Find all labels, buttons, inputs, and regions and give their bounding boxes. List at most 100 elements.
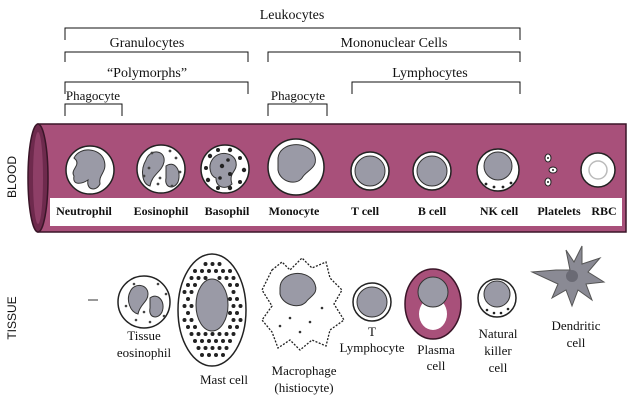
blood-label-neutrophil: Neutrophil: [56, 204, 112, 218]
mast-granule: [224, 346, 229, 350]
mast-granule: [207, 353, 211, 357]
label-phagocyte-right: Phagocyte: [271, 88, 325, 103]
blood-label-monocyte: Monocyte: [269, 204, 320, 218]
mast-granule: [228, 297, 232, 301]
blood-label-nk-cell: NK cell: [480, 204, 519, 218]
bracket-granulocytes: [64, 51, 249, 62]
blood-label-eosinophil: Eosinophil: [134, 204, 189, 218]
cell-platelets: [544, 153, 558, 187]
label-lymphocytes: Lymphocytes: [392, 66, 467, 81]
mast-granule: [221, 339, 225, 343]
bracket-phagocyte-right: [267, 103, 328, 116]
mast-granule: [228, 325, 232, 329]
tissue-label-plasma-2: cell: [427, 358, 446, 373]
mast-granule: [217, 332, 222, 336]
cell-neutrophil: [65, 145, 115, 195]
mast-granule: [228, 311, 232, 315]
blood-label-band: [50, 198, 622, 226]
tissue-label-dendritic-1: Dendritic: [551, 318, 600, 333]
mast-granule: [207, 339, 211, 343]
label-polymorphs: “Polymorphs”: [107, 66, 187, 81]
mast-granule: [182, 290, 187, 294]
mast-granule: [224, 332, 229, 336]
mast-granule: [186, 297, 190, 301]
mast-granule: [186, 283, 190, 287]
tissue-label-plasma-1: Plasma: [417, 342, 455, 357]
mast-granule: [214, 269, 218, 273]
mast-granule: [238, 304, 243, 308]
tissue-label-eos-1: Tissue: [127, 328, 161, 343]
mast-granule: [217, 346, 222, 350]
mast-granule: [231, 276, 236, 280]
mast-granule: [189, 318, 194, 322]
tissue-cell-eosinophil: [117, 275, 171, 329]
mast-granule: [189, 290, 194, 294]
blood-vessel: [27, 123, 627, 233]
mast-granule: [182, 304, 187, 308]
mast-granule: [186, 311, 190, 315]
tissue-cell-macrophage: [261, 257, 345, 351]
cell-basophil: [200, 144, 250, 194]
mast-granule: [189, 276, 194, 280]
mast-granule: [221, 269, 225, 273]
tissue-label-nk-2: killer: [484, 343, 512, 358]
tissue-cells: [117, 245, 606, 367]
blood-cell-labels: Neutrophil Eosinophil Basophil Monocyte …: [56, 204, 617, 218]
side-label-blood: BLOOD: [5, 156, 19, 198]
mast-granule: [214, 339, 218, 343]
mast-granule: [231, 318, 236, 322]
mast-granule: [238, 318, 243, 322]
mast-granule: [200, 353, 204, 357]
blood-label-b-cell: B cell: [418, 204, 447, 218]
blood-label-rbc: RBC: [591, 204, 616, 218]
cell-b-cell: [412, 151, 452, 191]
mast-granule: [235, 311, 239, 315]
mast-granule: [231, 304, 236, 308]
mast-granule: [193, 269, 197, 273]
mast-granule: [193, 283, 197, 287]
bracket-polymorphs: [64, 81, 249, 94]
mast-granule: [217, 262, 222, 266]
mast-granule: [203, 276, 208, 280]
tissue-label-lymphocyte-t: T: [368, 324, 376, 339]
mast-granule: [235, 283, 239, 287]
tissue-cell-plasma: [404, 268, 462, 340]
mast-granule: [203, 346, 208, 350]
tissue-label-dendritic-2: cell: [567, 335, 586, 350]
tissue-cell-dendritic: [530, 245, 606, 308]
mast-granule: [231, 332, 236, 336]
mast-granule: [210, 332, 215, 336]
mast-granule: [221, 353, 225, 357]
mast-granule: [182, 318, 187, 322]
mast-granule: [235, 297, 239, 301]
mast-granule: [228, 339, 232, 343]
blood-label-basophil: Basophil: [205, 204, 250, 218]
blood-label-platelets: Platelets: [537, 204, 581, 218]
hierarchy-brackets: [64, 27, 521, 116]
blood-label-t-cell: T cell: [351, 204, 380, 218]
mast-granule: [235, 325, 239, 329]
mast-granule: [203, 332, 208, 336]
label-leukocytes: Leukocytes: [260, 8, 325, 23]
mast-granule: [196, 346, 201, 350]
cell-nk-cell: [476, 148, 520, 192]
mast-granule: [231, 290, 236, 294]
side-label-tissue: TISSUE: [5, 296, 19, 339]
mast-granule: [203, 262, 208, 266]
tissue-label-macrophage-2: (histiocyte): [274, 380, 333, 395]
tissue-label-mast: Mast cell: [200, 372, 248, 387]
mast-granule: [228, 269, 232, 273]
cell-monocyte: [267, 138, 325, 196]
label-granulocytes: Granulocytes: [110, 36, 185, 51]
label-mononuclear-cells: Mononuclear Cells: [341, 36, 448, 51]
mast-granule: [193, 339, 197, 343]
mast-granule: [207, 269, 211, 273]
mast-granule: [200, 269, 204, 273]
bracket-mononuclear: [267, 51, 521, 62]
mast-granule: [186, 325, 190, 329]
mast-granule: [189, 304, 194, 308]
tissue-label-nk-3: cell: [489, 360, 508, 375]
blood-cells: [65, 138, 616, 196]
